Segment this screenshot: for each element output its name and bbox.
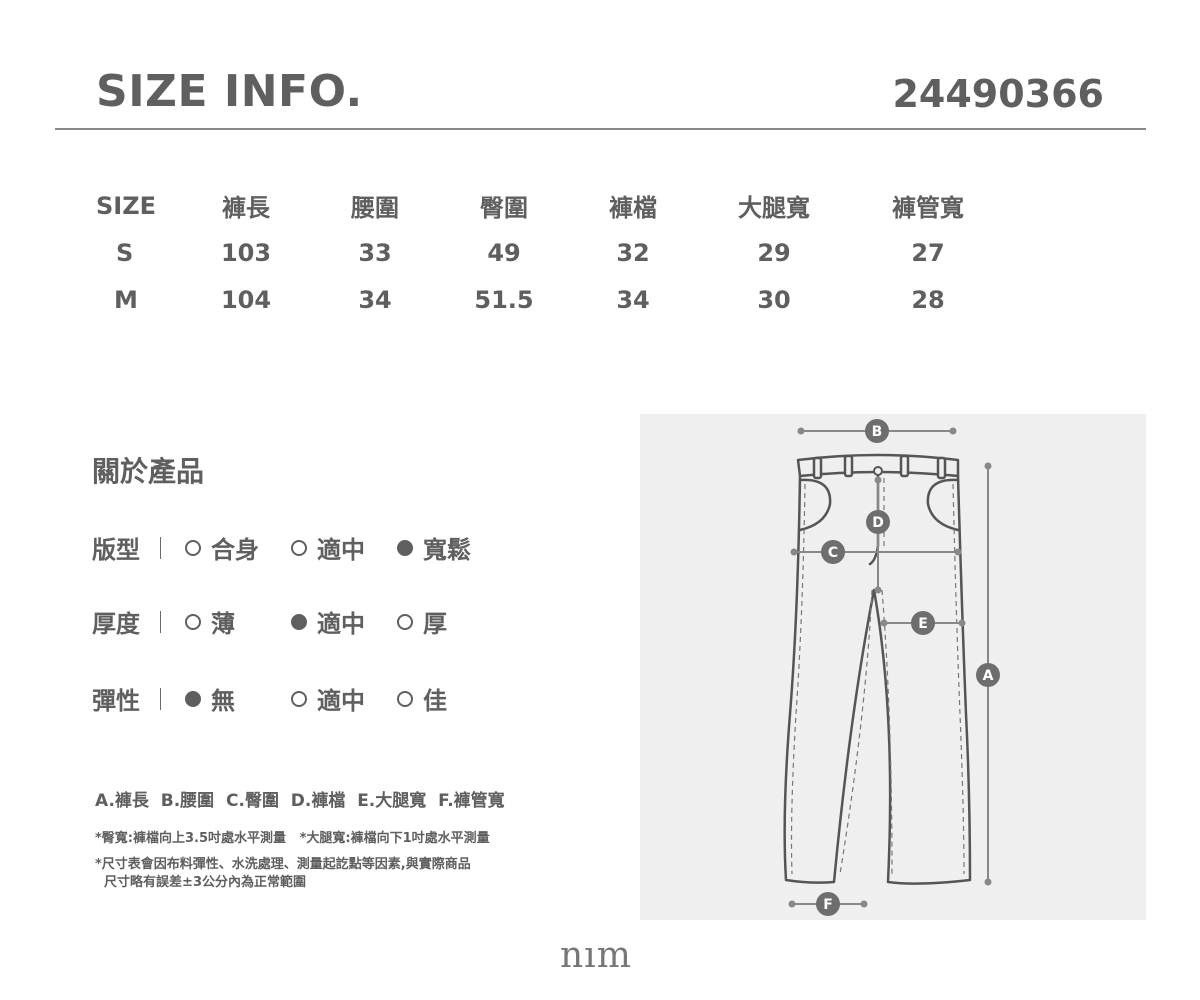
table-cell: 29 (757, 238, 791, 267)
table-cell: S (116, 238, 134, 267)
page-title: SIZE INFO. (96, 66, 363, 117)
option-thick: 厚 (397, 604, 447, 639)
col-header: 腰圍 (351, 194, 400, 222)
brand-logo: nım (560, 935, 632, 976)
size-table-header: SIZE 褲長 腰圍 臀圍 褲檔 大腿寬 褲管寬 (96, 182, 980, 229)
table-cell: 103 (220, 238, 272, 267)
svg-text:C: C (828, 545, 838, 561)
option-label: 厚 (423, 610, 447, 638)
option-label: 薄 (211, 610, 235, 638)
option-label: 適中 (317, 536, 365, 564)
measurement-legend: A.褲長 B.腰圍 C.臀圍 D.褲檔 E.大腿寬 F.褲管寬 (95, 791, 505, 811)
option-loose: 寬鬆 (397, 530, 471, 565)
option-none: 無 (185, 681, 291, 716)
attribute-label: 版型 (92, 536, 140, 564)
header-divider (55, 128, 1146, 130)
product-section-title: 關於產品 (92, 455, 205, 488)
note-line: 尺寸略有誤差±3公分內為正常範圍 (95, 875, 306, 890)
table-cell: 28 (911, 285, 945, 314)
radio-filled-icon (185, 690, 201, 707)
pants-diagram: B A C D E F (640, 414, 1146, 920)
size-table: SIZE 褲長 腰圍 臀圍 褲檔 大腿寬 褲管寬 S 103 33 49 32 … (96, 182, 980, 323)
radio-empty-icon (397, 613, 413, 630)
radio-empty-icon (185, 539, 201, 556)
attribute-row-fit: 版型 合身 適中 寬鬆 (92, 530, 471, 565)
table-cell: 33 (358, 238, 392, 267)
option-thin: 薄 (185, 604, 291, 639)
table-cell: 30 (757, 285, 791, 314)
option-label: 合身 (211, 536, 259, 564)
divider (160, 610, 161, 633)
table-cell: 51.5 (474, 285, 534, 314)
option-medium: 適中 (291, 681, 397, 716)
table-cell: 49 (487, 238, 521, 267)
radio-filled-icon (397, 539, 413, 556)
table-cell: 34 (616, 285, 650, 314)
option-fitted: 合身 (185, 530, 291, 565)
option-regular: 適中 (291, 530, 397, 565)
note-line: *臀寬:褲檔向上3.5吋處水平測量 *大腿寬:褲檔向下1吋處水平測量 (95, 831, 490, 846)
table-cell: 104 (220, 285, 272, 314)
attribute-label: 厚度 (92, 610, 140, 638)
marker-d: D (866, 510, 890, 534)
radio-empty-icon (291, 539, 307, 556)
col-header: 褲管寬 (892, 194, 965, 222)
radio-empty-icon (185, 613, 201, 630)
svg-text:B: B (872, 424, 883, 440)
radio-empty-icon (397, 690, 413, 707)
radio-empty-icon (291, 690, 307, 707)
marker-c: C (821, 540, 845, 564)
table-cell: M (114, 285, 138, 314)
table-row: M 104 34 51.5 34 30 28 (96, 276, 980, 323)
marker-a: A (976, 663, 1000, 687)
col-header: 大腿寬 (738, 194, 811, 222)
svg-text:E: E (918, 616, 928, 632)
radio-filled-icon (291, 613, 307, 630)
col-header: 褲檔 (609, 194, 658, 222)
option-good: 佳 (397, 681, 447, 716)
option-label: 佳 (423, 687, 447, 715)
divider (160, 536, 161, 559)
table-cell: 27 (911, 238, 945, 267)
attribute-row-elasticity: 彈性 無 適中 佳 (92, 681, 447, 716)
col-header: 褲長 (222, 194, 271, 222)
svg-text:F: F (823, 897, 833, 913)
marker-b: B (865, 419, 889, 443)
svg-text:A: A (983, 668, 994, 684)
option-label: 適中 (317, 610, 365, 638)
table-cell: 34 (358, 285, 392, 314)
marker-e: E (911, 611, 935, 635)
note-line: *尺寸表會因布料彈性、水洗處理、測量起訖點等因素,與實際商品 (95, 857, 471, 872)
option-label: 無 (211, 687, 235, 715)
col-header: SIZE (96, 191, 157, 220)
table-cell: 32 (616, 238, 650, 267)
table-row: S 103 33 49 32 29 27 (96, 229, 980, 276)
attribute-label: 彈性 (92, 687, 140, 715)
col-header: 臀圍 (480, 194, 529, 222)
attribute-row-thickness: 厚度 薄 適中 厚 (92, 604, 447, 639)
marker-f: F (816, 892, 840, 916)
option-label: 寬鬆 (423, 536, 471, 564)
option-medium: 適中 (291, 604, 397, 639)
product-code: 24490366 (892, 72, 1104, 116)
option-label: 適中 (317, 687, 365, 715)
divider (160, 687, 161, 710)
pants-illustration: B A C D E F (783, 419, 1000, 916)
svg-text:D: D (872, 515, 884, 531)
